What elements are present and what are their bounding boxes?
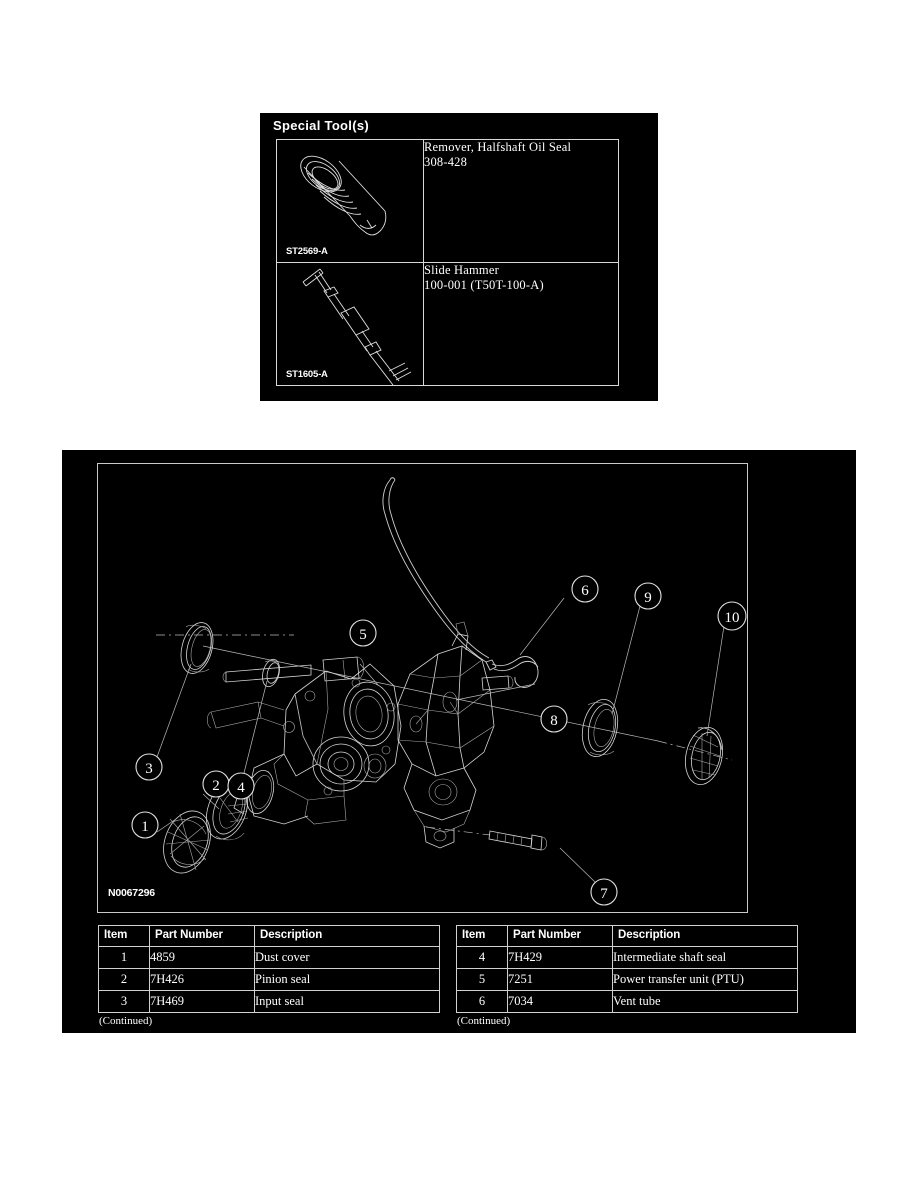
callout-number: 4 [237, 780, 245, 796]
exploded-view-illustration: 1 2 3 4 5 6 7 [97, 463, 748, 913]
cell-description: Power transfer unit (PTU) [612, 968, 798, 991]
callout-8[interactable]: 8 [540, 705, 568, 733]
part-6-vent-tube [382, 477, 539, 688]
special-tool-row: ST2569-A Remover, Halfshaft Oil Seal 308… [276, 139, 619, 263]
part-1-dust-cover [163, 810, 211, 874]
table-row: 6 7034 Vent tube [456, 990, 798, 1013]
part-7-bolt [488, 830, 548, 851]
header-part-number: Part Number [149, 925, 255, 947]
special-tool-name: Remover, Halfshaft Oil Seal [424, 140, 572, 154]
cell-description: Input seal [254, 990, 440, 1013]
callout-7[interactable]: 7 [590, 878, 618, 906]
callout-number: 7 [600, 886, 608, 902]
parts-table-left-block: Item Part Number Description 1 4859 Dust… [98, 925, 440, 1027]
continued-note: (Continued) [457, 1015, 511, 1027]
header-description: Description [254, 925, 440, 947]
parts-table-header-row: Item Part Number Description [98, 925, 440, 947]
callout-number: 2 [212, 778, 220, 794]
parts-table-left: Item Part Number Description 1 4859 Dust… [98, 925, 440, 1013]
parts-table-right-block: Item Part Number Description 4 7H429 Int… [456, 925, 798, 1027]
cell-part-number: 7H426 [149, 968, 255, 991]
part-4-intermediate-shaft-seal [262, 658, 280, 688]
parts-table-header-row: Item Part Number Description [456, 925, 798, 947]
cell-item: 2 [98, 968, 150, 991]
table-row: 3 7H469 Input seal [98, 990, 440, 1013]
illustration-panel: 1 2 3 4 5 6 7 [62, 450, 856, 1033]
cell-part-number: 4859 [149, 946, 255, 969]
header-item: Item [456, 925, 508, 947]
callout-number: 6 [581, 583, 589, 599]
halfshaft-oil-seal-remover-icon [300, 155, 387, 236]
table-row: 1 4859 Dust cover [98, 946, 440, 969]
cell-item: 5 [456, 968, 508, 991]
part-8-ptu-bracket [397, 621, 514, 849]
table-row: 5 7251 Power transfer unit (PTU) [456, 968, 798, 991]
special-tool-code: ST2569-A [286, 246, 328, 257]
cell-part-number: 7H469 [149, 990, 255, 1013]
slide-hammer-icon [302, 268, 412, 385]
cell-part-number: 7H429 [507, 946, 613, 969]
callout-number: 10 [725, 610, 740, 626]
special-tool-number: 100-001 (T50T-100-A) [424, 278, 544, 292]
cell-part-number: 7034 [507, 990, 613, 1013]
part-5-power-transfer-unit [206, 656, 402, 825]
special-tool-description-cell: Slide Hammer 100-001 (T50T-100-A) [423, 262, 619, 386]
continued-note: (Continued) [99, 1015, 153, 1027]
special-tool-code: ST1605-A [286, 369, 328, 380]
special-tool-name: Slide Hammer [424, 263, 499, 277]
callout-number: 9 [644, 590, 652, 606]
callout-3[interactable]: 3 [135, 753, 163, 781]
part-10-cap [684, 726, 724, 786]
callout-number: 1 [141, 819, 149, 835]
cell-description: Dust cover [254, 946, 440, 969]
special-tool-image-cell: ST1605-A [276, 262, 424, 386]
cell-item: 6 [456, 990, 508, 1013]
table-row: 4 7H429 Intermediate shaft seal [456, 946, 798, 969]
cell-part-number: 7251 [507, 968, 613, 991]
special-tools-panel: Special Tool(s) [260, 113, 658, 401]
cell-item: 1 [98, 946, 150, 969]
special-tool-number: 308-428 [424, 155, 468, 169]
callout-1[interactable]: 1 [131, 811, 159, 839]
ptu-exploded-diagram: 1 2 3 4 5 6 7 [131, 477, 747, 906]
cell-item: 4 [456, 946, 508, 969]
special-tools-table: ST2569-A Remover, Halfshaft Oil Seal 308… [276, 139, 619, 386]
callout-number: 8 [550, 713, 558, 729]
cell-item: 3 [98, 990, 150, 1013]
cell-description: Intermediate shaft seal [612, 946, 798, 969]
cell-description: Pinion seal [254, 968, 440, 991]
diagram-id-label: N0067296 [108, 887, 155, 899]
parts-table-right: Item Part Number Description 4 7H429 Int… [456, 925, 798, 1013]
cell-description: Vent tube [612, 990, 798, 1013]
special-tools-title: Special Tool(s) [273, 118, 369, 133]
callout-6[interactable]: 6 [571, 575, 599, 603]
callout-9[interactable]: 9 [634, 582, 662, 610]
header-part-number: Part Number [507, 925, 613, 947]
callout-4[interactable]: 4 [227, 772, 255, 800]
special-tool-description-cell: Remover, Halfshaft Oil Seal 308-428 [423, 139, 619, 263]
header-item: Item [98, 925, 150, 947]
callout-number: 3 [145, 761, 153, 777]
callout-5[interactable]: 5 [349, 619, 377, 647]
special-tool-image-cell: ST2569-A [276, 139, 424, 263]
part-3-input-seal [180, 622, 214, 674]
callout-10[interactable]: 10 [717, 601, 747, 631]
special-tool-row: ST1605-A Slide Hammer 100-001 (T50T-100-… [276, 262, 619, 386]
table-row: 2 7H426 Pinion seal [98, 968, 440, 991]
part-9-seal-ring [581, 699, 619, 757]
callout-2[interactable]: 2 [202, 770, 230, 798]
callout-number: 5 [359, 627, 367, 643]
header-description: Description [612, 925, 798, 947]
